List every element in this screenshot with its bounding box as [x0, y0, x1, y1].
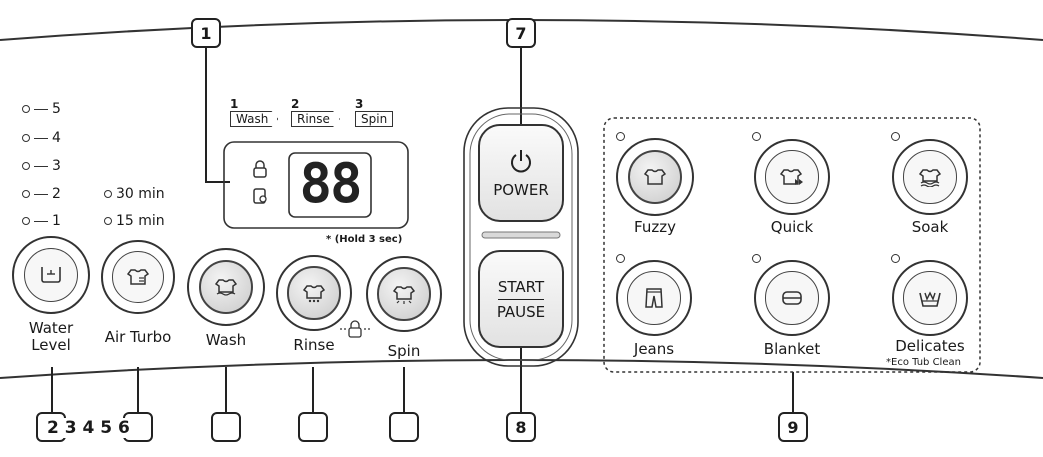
- callout-7: 7: [506, 18, 536, 48]
- blanket-button[interactable]: [754, 260, 830, 336]
- jeans-label: Jeans: [633, 340, 675, 358]
- display-digits: 88: [299, 151, 362, 215]
- jeans-button[interactable]: [616, 260, 692, 336]
- pause-label: PAUSE: [496, 302, 546, 321]
- power-button[interactable]: POWER: [478, 124, 564, 222]
- hold-note: * (Hold 3 sec): [326, 234, 403, 245]
- fuzzy-label: Fuzzy: [634, 218, 676, 236]
- callout-numbers-2-6: 2 3 4 5 6: [46, 418, 131, 438]
- water-level-button[interactable]: [12, 236, 90, 314]
- blanket-label: Blanket: [763, 340, 821, 358]
- start-label: START: [497, 278, 545, 300]
- water-level-4: 4: [22, 130, 61, 146]
- spin-icon: [392, 286, 416, 304]
- child-lock-icon: [253, 188, 267, 204]
- delicates-button[interactable]: [892, 260, 968, 336]
- water-level-2: 2: [22, 186, 61, 202]
- eco-tub-clean-note: *Eco Tub Clean: [886, 357, 961, 368]
- water-level-1: 1: [22, 213, 61, 229]
- callout-5-box: [298, 412, 328, 442]
- power-label: POWER: [493, 181, 549, 199]
- soak-button[interactable]: [892, 139, 968, 215]
- soak-label: Soak: [911, 218, 949, 236]
- delicates-led: [891, 254, 900, 263]
- air-turbo-15: 15 min: [104, 213, 165, 229]
- lock-icon: [253, 160, 267, 178]
- step-rinse: 2 Rinse: [291, 98, 340, 127]
- spin-button[interactable]: [366, 256, 442, 332]
- power-icon: [511, 150, 531, 173]
- wash-icon: [214, 279, 238, 296]
- jeans-icon: [645, 288, 663, 308]
- wash-button[interactable]: [187, 248, 265, 326]
- quick-led: [752, 132, 761, 141]
- water-level-label: Water Level: [28, 319, 74, 354]
- air-turbo-icon: [126, 269, 150, 285]
- water-level-icon: [41, 267, 61, 283]
- wash-label: Wash: [205, 331, 247, 349]
- delicates-label: Delicates: [895, 337, 965, 355]
- rinse-icon: [302, 285, 326, 303]
- quick-label: Quick: [770, 218, 814, 236]
- jeans-led: [616, 254, 625, 263]
- callout-9: 9: [778, 412, 808, 442]
- spin-label: Spin: [387, 342, 421, 360]
- callout-4-box: [211, 412, 241, 442]
- quick-icon: [779, 169, 803, 185]
- rinse-spin-lock-icon: [340, 320, 370, 338]
- blanket-icon: [782, 291, 802, 305]
- step-wash: 1 Wash: [230, 98, 279, 127]
- soak-icon: [918, 169, 942, 187]
- air-turbo-label: Air Turbo: [104, 328, 172, 346]
- fuzzy-button[interactable]: [616, 138, 694, 216]
- step-spin: 3 Spin: [355, 98, 394, 127]
- delicates-icon: [919, 291, 941, 307]
- start-pause-button[interactable]: START PAUSE: [478, 250, 564, 348]
- fuzzy-icon: [643, 169, 667, 185]
- air-turbo-button[interactable]: [101, 240, 175, 314]
- soak-led: [891, 132, 900, 141]
- water-level-5: 5: [22, 101, 61, 117]
- callout-6-box: [389, 412, 419, 442]
- blanket-led: [752, 254, 761, 263]
- callout-1: 1: [191, 18, 221, 48]
- rinse-label: Rinse: [293, 336, 335, 354]
- quick-button[interactable]: [754, 139, 830, 215]
- air-turbo-30: 30 min: [104, 186, 165, 202]
- rinse-button[interactable]: [276, 255, 352, 331]
- water-level-3: 3: [22, 158, 61, 174]
- callout-8: 8: [506, 412, 536, 442]
- fuzzy-led: [616, 132, 625, 141]
